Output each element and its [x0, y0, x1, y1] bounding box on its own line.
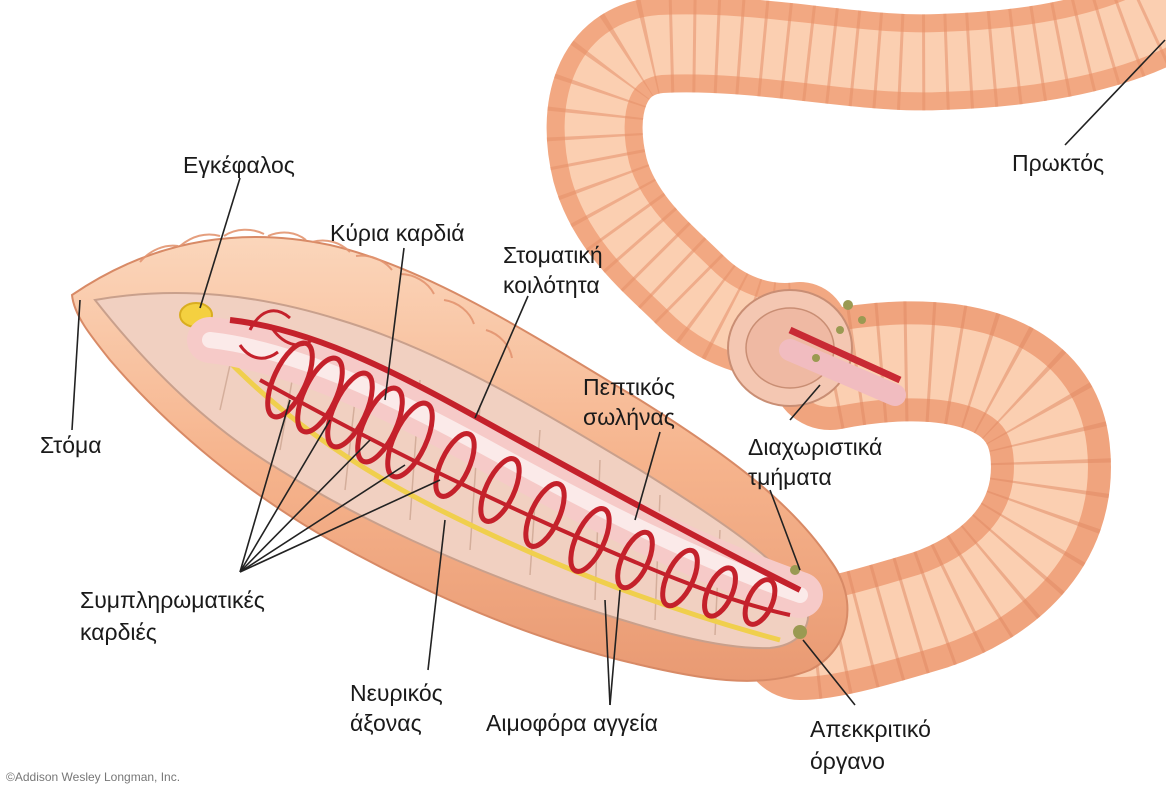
label-mouth: Στόμα: [40, 430, 102, 460]
label-digestive-tube-line2: σωλήνας: [583, 402, 675, 432]
label-excretory-organ-line2: όργανο: [810, 746, 885, 776]
label-aux-hearts-line2: καρδιές: [80, 617, 157, 647]
copyright-credit: ©Addison Wesley Longman, Inc.: [6, 770, 180, 784]
label-anus: Πρωκτός: [1012, 148, 1104, 178]
label-nerve-cord-line2: άξονας: [350, 708, 422, 738]
label-septa-line2: τμήματα: [748, 462, 832, 492]
label-oral-cavity-line2: κοιλότητα: [503, 270, 600, 300]
label-aux-hearts-line1: Συμπληρωματικές: [80, 585, 265, 615]
label-oral-cavity-line1: Στοματική: [503, 240, 603, 270]
label-main-heart: Κύρια καρδιά: [330, 218, 465, 248]
label-nerve-cord-line1: Νευρικός: [350, 678, 443, 708]
label-septa-line1: Διαχωριστικά: [748, 432, 882, 462]
label-blood-vessels: Αιμοφόρα αγγεία: [486, 708, 658, 738]
label-brain: Εγκέφαλος: [183, 150, 295, 180]
label-excretory-organ-line1: Απεκκριτικό: [810, 714, 931, 744]
label-digestive-tube-line1: Πεπτικός: [583, 372, 675, 402]
